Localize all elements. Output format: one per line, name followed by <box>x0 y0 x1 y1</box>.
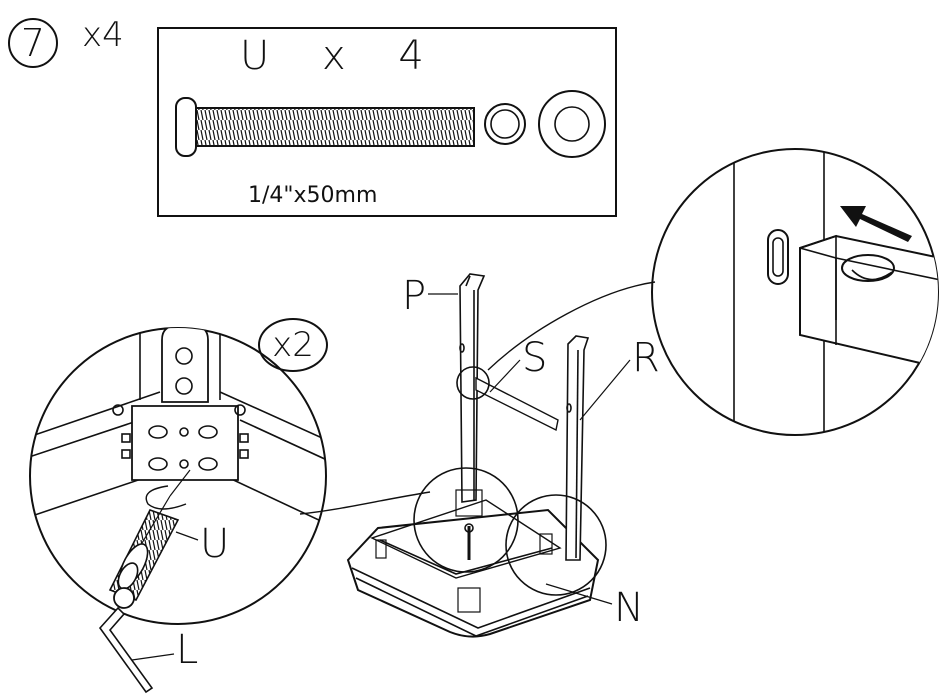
hardware-size: 1/4"x50mm <box>248 183 378 208</box>
bolt-shank <box>195 107 475 147</box>
label-s: S <box>522 335 548 381</box>
stool-assembly <box>346 273 607 638</box>
label-l: L <box>176 627 199 673</box>
hardware-box <box>157 27 617 217</box>
detail-circle-left <box>29 327 327 694</box>
label-p: P <box>402 273 427 319</box>
step-multiplier: x4 <box>82 15 124 55</box>
allen-key-l <box>98 606 154 694</box>
leg-p <box>459 273 486 503</box>
label-n: N <box>614 585 644 631</box>
stretcher-s <box>475 376 559 432</box>
hardware-title: U x 4 <box>240 33 444 79</box>
spring-washer <box>484 103 526 145</box>
step-number: 7 <box>8 18 58 68</box>
label-r: R <box>632 335 660 381</box>
detail-circle-right <box>651 148 939 436</box>
label-u: U <box>200 521 230 567</box>
bolt-head <box>175 97 197 157</box>
flat-washer <box>538 90 606 158</box>
repeat-badge: x2 <box>258 318 328 372</box>
insert-arrow-icon <box>840 206 912 242</box>
